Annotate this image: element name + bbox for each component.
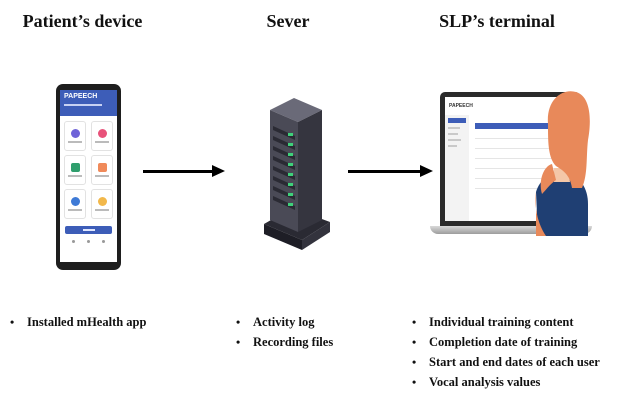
phone-nav-bar xyxy=(60,236,117,247)
bullet-item: Installed mHealth app xyxy=(10,312,146,332)
server-bullets: Activity log Recording files xyxy=(236,312,333,352)
phone-menu-grid xyxy=(60,116,117,224)
slp-terminal-bullets: Individual training content Completion d… xyxy=(412,312,600,392)
menu-tile xyxy=(91,155,113,185)
patient-device-title: Patient’s device xyxy=(22,11,143,31)
bullet-item: Completion date of training xyxy=(412,332,600,352)
bullet-item: Start and end dates of each user xyxy=(412,352,600,372)
bullet-item: Activity log xyxy=(236,312,333,332)
server-rack-icon xyxy=(264,98,330,250)
menu-tile-icon xyxy=(97,129,107,138)
menu-tile-icon xyxy=(70,163,80,172)
menu-tile-icon xyxy=(70,129,80,138)
laptop-base xyxy=(430,226,592,234)
phone-app-header: PAPEECH xyxy=(60,90,117,116)
server-title: Sever xyxy=(266,11,310,31)
phone-action-button xyxy=(65,226,112,234)
menu-tile-icon xyxy=(97,163,107,172)
arrow-right-icon xyxy=(143,165,225,177)
web-app-name: PAPEECH xyxy=(449,103,473,109)
bullet-item: Vocal analysis values xyxy=(412,372,600,392)
patient-device-bullets: Installed mHealth app xyxy=(10,312,146,332)
web-data-table xyxy=(475,123,571,189)
menu-tile-icon xyxy=(97,197,107,206)
bullet-item: Recording files xyxy=(236,332,333,352)
phone-app-name: PAPEECH xyxy=(64,93,98,100)
phone-app-subtitle xyxy=(64,102,113,107)
person-icon xyxy=(535,91,590,236)
menu-tile xyxy=(91,189,113,219)
smartphone-icon: PAPEECH xyxy=(56,84,121,270)
web-sidebar xyxy=(445,115,469,221)
bullet-item: Individual training content xyxy=(412,312,600,332)
menu-tile-icon xyxy=(70,197,80,206)
phone-screen: PAPEECH xyxy=(60,90,117,262)
menu-tile xyxy=(64,155,86,185)
menu-tile xyxy=(64,121,86,151)
slp-terminal-title: SLP’s terminal xyxy=(439,11,555,31)
arrow-right-icon xyxy=(348,165,433,177)
menu-tile xyxy=(64,189,86,219)
menu-tile xyxy=(91,121,113,151)
